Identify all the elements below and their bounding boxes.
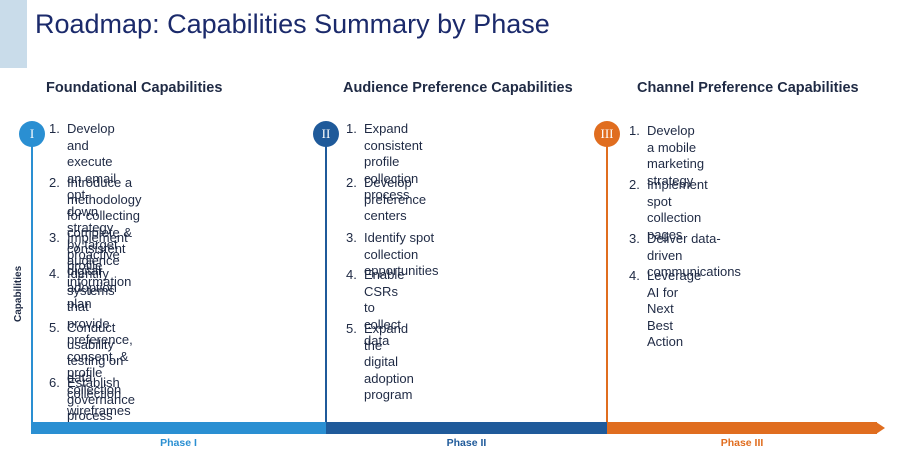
item-number: 5.: [49, 320, 60, 335]
item-text: Develop preference centers: [364, 175, 427, 223]
phase-2-label: Phase II: [446, 437, 487, 449]
item-text: Deliver data-driven communications: [647, 231, 741, 279]
title-accent-block: [0, 0, 27, 68]
item-number: 5.: [346, 321, 357, 336]
item-text: Implement proactive digital adoption pla…: [67, 230, 128, 311]
item-text: Identify spot collection opportunities: [364, 230, 439, 278]
capabilities-axis-label: Capabilities: [13, 265, 24, 322]
page-title: Roadmap: Capabilities Summary by Phase: [35, 9, 550, 39]
item-text: Enable CSRs to collect data: [364, 267, 405, 348]
phase-3-heading: Channel Preference Capabilities: [637, 80, 859, 96]
phase-1-line: [31, 146, 33, 426]
phase-1-badge: I: [19, 121, 45, 147]
phase-3-badge: III: [594, 121, 620, 147]
item-number: 4.: [49, 266, 60, 281]
phase-1-label: Phase I: [160, 437, 197, 449]
item-text: Identify systems that provide preference…: [67, 266, 133, 397]
item-text: Implement spot collection pages: [647, 177, 708, 242]
item-text: Expand the digital adoption program: [364, 321, 414, 402]
item-number: 1.: [629, 123, 640, 138]
phase-2-bar: [326, 422, 607, 434]
item-text: Establish governance process: [67, 375, 135, 423]
item-number: 3.: [346, 230, 357, 245]
phase-3-line: [606, 146, 608, 426]
phase-1-heading: Foundational Capabilities: [46, 80, 223, 96]
item-number: 6.: [49, 375, 60, 390]
item-text: Leverage AI for Next Best Action: [647, 268, 702, 349]
phase-2-line: [325, 146, 327, 426]
item-number: 3.: [49, 230, 60, 245]
item-number: 2.: [49, 175, 60, 190]
phase-1-bar: [31, 422, 326, 434]
item-number: 2.: [629, 177, 640, 192]
phase-2-badge: II: [313, 121, 339, 147]
phase-3-label: Phase III: [720, 437, 764, 449]
item-number: 2.: [346, 175, 357, 190]
item-number: 1.: [346, 121, 357, 136]
phase-3-bar: [607, 422, 877, 434]
item-number: 1.: [49, 121, 60, 136]
timeline-arrow-icon: [876, 422, 885, 434]
item-text: Develop a mobile marketing strategy: [647, 123, 705, 188]
item-number: 3.: [629, 231, 640, 246]
item-number: 4.: [346, 267, 357, 282]
phase-2-heading: Audience Preference Capabilities: [343, 80, 573, 96]
item-number: 4.: [629, 268, 640, 283]
